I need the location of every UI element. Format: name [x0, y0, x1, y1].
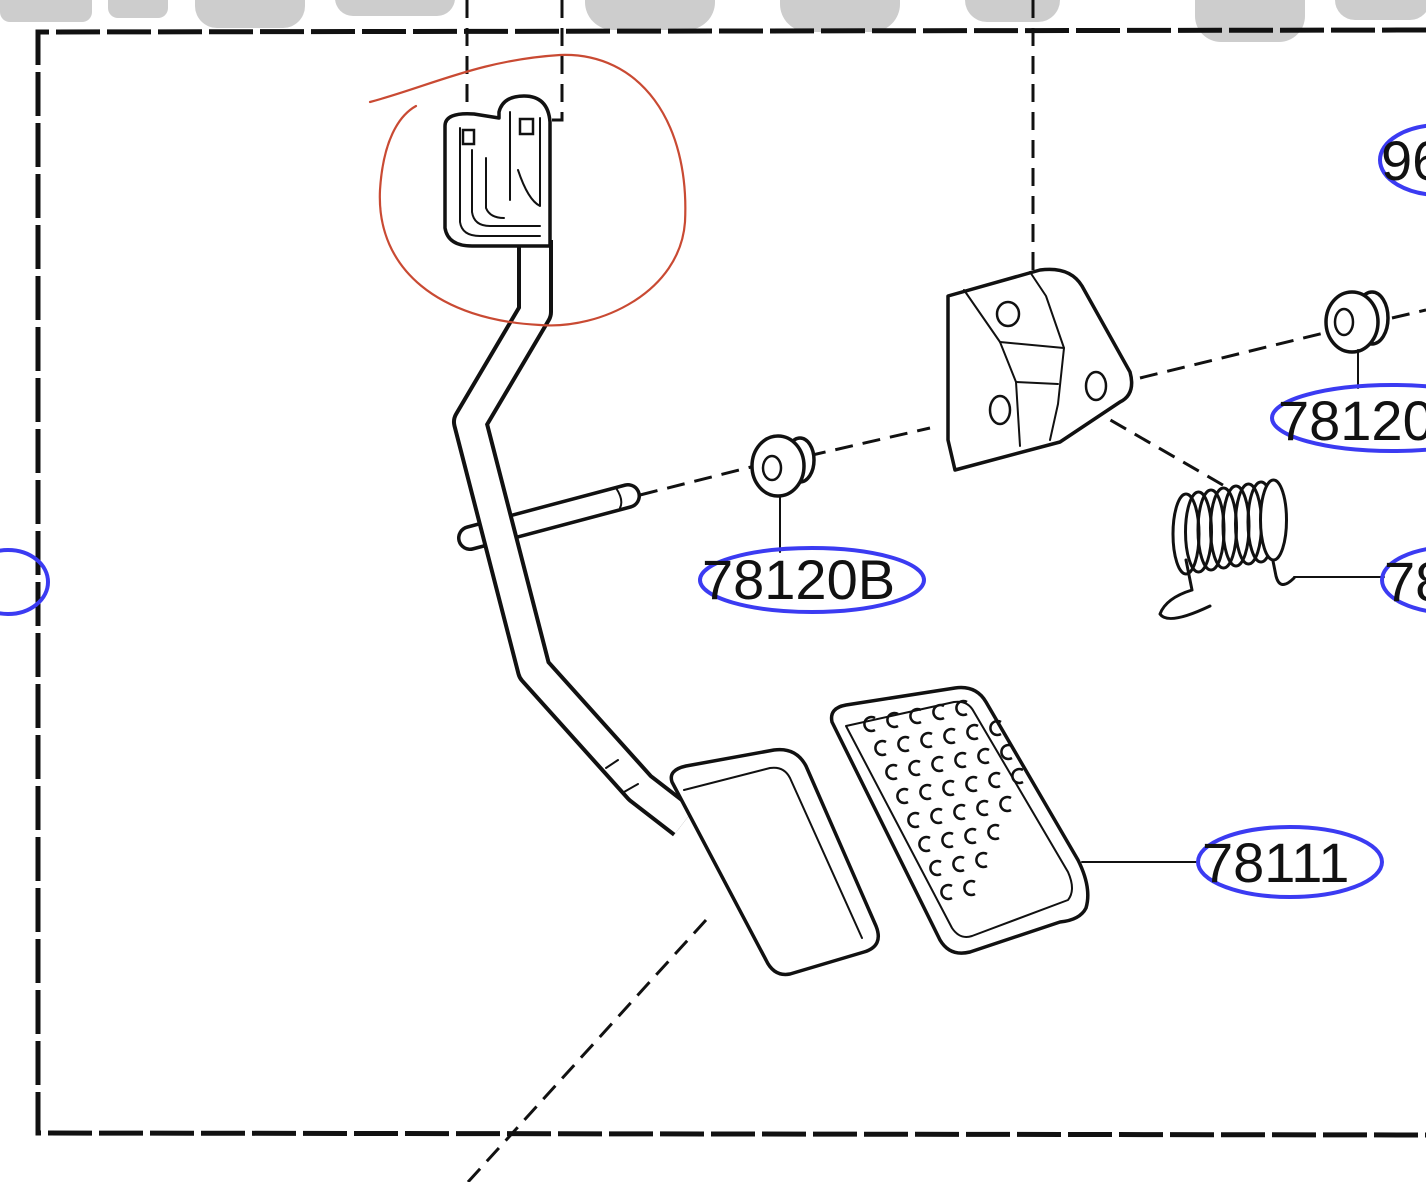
pad-dimple: [988, 771, 1001, 789]
spring-coil: [1259, 478, 1288, 562]
pad-dimple: [1011, 767, 1024, 785]
pad-dimple: [964, 827, 977, 845]
bushing-78120B: [750, 434, 816, 498]
label-oval: [1196, 825, 1384, 899]
pad-dimple: [874, 739, 887, 757]
arm-top-bracket: [443, 94, 552, 248]
pad-dimple: [940, 883, 953, 901]
pedal-plate: [669, 747, 880, 977]
pad-dimple: [942, 779, 955, 797]
pad-dimple: [952, 855, 965, 873]
label-78120B: 78120B: [698, 546, 926, 614]
pad-dimple: [863, 715, 876, 733]
pad-dimple: [908, 759, 921, 777]
label-oval: [1270, 383, 1426, 453]
pad-dimple: [920, 731, 933, 749]
support-bracket: [946, 267, 1134, 472]
pad-dimple: [897, 735, 910, 753]
watermark: [0, 0, 1426, 42]
pad-dimple: [918, 835, 931, 853]
pad-dimple: [966, 723, 979, 741]
pedal-arm: [452, 240, 696, 837]
pad-dimple: [975, 851, 988, 869]
pad-dimple: [932, 703, 945, 721]
pad-dimple: [907, 811, 920, 829]
part-number-text: 78111: [1202, 831, 1349, 894]
part-number-text: 78120B: [702, 548, 895, 611]
label-96: 96: [1378, 123, 1426, 197]
label-78111: 78111: [1196, 825, 1384, 899]
part-number-text: 78: [1384, 550, 1426, 613]
pad-dimple: [965, 775, 978, 793]
pad-dimple: [987, 823, 1000, 841]
pad-dimple: [953, 803, 966, 821]
pad-dimple: [886, 711, 899, 729]
pad-dimple: [941, 831, 954, 849]
label-left-partial: [0, 548, 50, 616]
pad-dimple: [885, 763, 898, 781]
pad-dimple: [929, 859, 942, 877]
pad-dimple: [977, 747, 990, 765]
label-oval: [1378, 123, 1426, 197]
pad-dimple: [919, 783, 932, 801]
label-oval: [1380, 547, 1426, 613]
pad-dimple: [930, 807, 943, 825]
pad-dimple: [963, 879, 976, 897]
return-spring: [1158, 478, 1296, 620]
pivot-axis-line: [639, 308, 1426, 497]
pad-dimple: [999, 795, 1012, 813]
pad-dimple: [955, 699, 968, 717]
pad-dimple: [1000, 743, 1013, 761]
pad-dimple: [931, 755, 944, 773]
pad-dimple: [896, 787, 909, 805]
pad-dimple: [954, 751, 967, 769]
part-number-text: 96: [1381, 129, 1426, 192]
pad-dimple: [976, 799, 989, 817]
reference-lines: [465, 0, 1035, 272]
label-78-right: 78: [1380, 547, 1426, 613]
part-number-text: 78120: [1278, 389, 1426, 452]
bushing-78120-right: [1324, 290, 1390, 354]
pad-dimple: [989, 719, 1002, 737]
pedal-pad-78111: [829, 685, 1090, 955]
label-78120-right: 78120: [1270, 383, 1426, 453]
label-oval: [0, 548, 50, 616]
pad-dimple: [943, 727, 956, 745]
annotation-circle: [368, 53, 687, 327]
pad-dimple: [909, 707, 922, 725]
pedal-reference-line: [466, 918, 708, 1182]
label-oval: [698, 546, 926, 614]
frame-border: [35, 27, 1426, 1138]
